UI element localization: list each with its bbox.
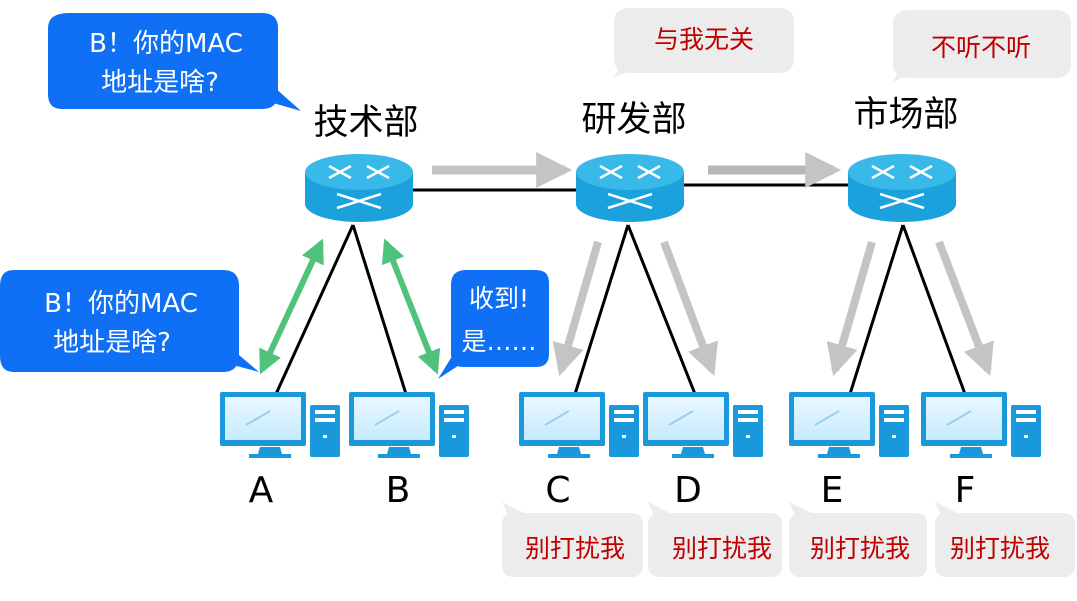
bubble-text-host-a-line1: B！你的MAC [44,289,198,319]
bubble-text-top-left-line2: 地址是啥? [101,68,219,98]
speech-bubble-market-dept: 不听不听 [893,10,1071,82]
arrow-market-to-f [935,240,994,376]
speech-bubble-host-f: 别打扰我 [935,502,1075,577]
host-d[interactable] [643,392,763,458]
computer-icon [921,392,1041,458]
bubble-text-host-d: 别打扰我 [672,534,772,563]
arrow-market-to-e [826,240,876,377]
bubble-text-host-a-line2: 地址是啥? [53,328,171,358]
speech-bubble-host-c: 别打扰我 [502,502,643,577]
host-label-a: A [249,470,274,511]
speech-bubble-rd-dept: 与我无关 [614,8,794,78]
link-market-f [901,224,967,395]
router-icon [576,154,684,222]
speech-bubble-host-e: 别打扰我 [789,502,927,577]
host-label-d: D [674,470,702,511]
speech-bubble-host-a: B！你的MAC 地址是啥? [0,270,259,372]
host-c[interactable] [519,392,639,458]
bubble-text-market-dept: 不听不听 [931,33,1031,62]
arrow-a-tech-bidirectional [259,238,324,375]
router-icon [848,154,956,222]
arrow-rd-to-c [552,240,602,377]
router-label-market: 市场部 [853,95,958,135]
computer-icon [643,392,763,458]
computer-icon [789,392,909,458]
host-b[interactable] [349,392,469,458]
bubble-text-host-e: 别打扰我 [810,534,910,563]
link-rd-c [573,224,630,395]
arrow-b-tech-bidirectional [381,238,441,375]
router-market[interactable] [848,154,956,222]
bubble-text-rd-dept: 与我无关 [654,25,754,54]
arrow-rd-to-d [660,240,718,376]
host-f[interactable] [921,392,1041,458]
router-tech[interactable] [305,154,413,222]
bubble-text-host-f: 别打扰我 [950,534,1050,563]
host-a[interactable] [220,392,340,458]
host-label-b: B [386,470,411,511]
host-e[interactable] [789,392,909,458]
computer-icon [519,392,639,458]
host-label-c: C [545,470,570,511]
link-tech-b [351,224,408,395]
arrows [259,152,994,377]
router-label-tech: 技术部 [313,103,418,143]
bubble-text-host-b-line2: 是…… [461,327,536,356]
speech-bubble-host-b: 收到! 是…… [438,270,549,379]
bubble-text-host-c: 别打扰我 [525,534,625,563]
bubble-text-top-left-line1: B！你的MAC [89,29,243,59]
computer-icon [349,392,469,458]
router-label-rd: 研发部 [581,100,686,140]
host-label-e: E [821,470,844,511]
router-icon [305,154,413,222]
computer-icon [220,392,340,458]
host-label-f: F [955,470,976,511]
link-rd-d [626,224,697,395]
link-market-e [848,224,905,395]
bubble-text-host-b-line1: 收到! [469,284,529,313]
speech-bubble-host-d: 别打扰我 [648,502,782,577]
speech-bubble-top-left: B！你的MAC 地址是啥? [48,13,301,111]
router-rd[interactable] [576,154,684,222]
